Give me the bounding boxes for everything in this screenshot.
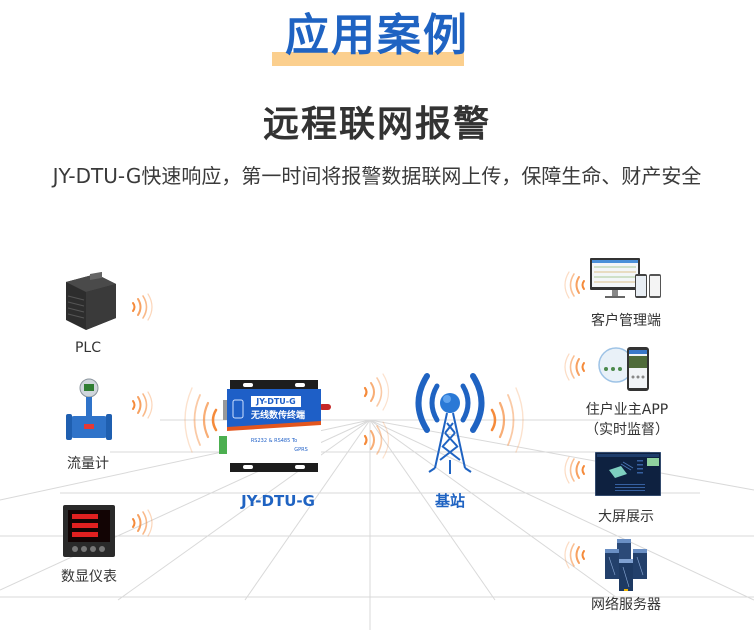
signal-wave-icon <box>564 353 585 381</box>
desktop-client <box>590 258 662 304</box>
cell-tower-icon <box>415 373 485 474</box>
mobile-app-sublabel: （实时监督） <box>585 422 669 438</box>
flowmeter-label: 流量计 <box>67 456 109 472</box>
plc-label: PLC <box>74 340 102 356</box>
mobile-app-icon <box>598 347 649 391</box>
digital-meter-device <box>63 505 115 557</box>
digital-meter-label: 数显仪表 <box>61 569 117 585</box>
dtu-panel-spec: RS232 & RS485 To <box>250 438 298 444</box>
signal-wave-icon <box>132 509 153 537</box>
signal-wave-icon <box>490 387 524 453</box>
network-server-label: 网络服务器 <box>591 597 661 613</box>
signal-wave-icon <box>132 391 153 419</box>
large-screen <box>594 451 662 497</box>
dtu-device-icon <box>219 380 331 472</box>
desktop-client-icon <box>590 258 661 298</box>
signal-wave-icon <box>564 271 585 299</box>
signal-wave-icon <box>564 456 585 484</box>
page-title: 应用案例 <box>285 10 469 61</box>
flowmeter-icon <box>66 378 112 440</box>
digital-meter-icon <box>63 505 115 557</box>
large-screen-icon <box>594 451 662 497</box>
desktop-client-label: 客户管理端 <box>591 313 661 329</box>
server-icon <box>605 539 647 591</box>
mobile-app <box>596 345 652 393</box>
cell-tower <box>405 368 495 478</box>
dtu-device: JY-DTU-G 无线数传终端 RS232 & RS485 To GPRS <box>215 380 335 472</box>
page-title-block: 应用案例 <box>0 8 754 68</box>
plc-device <box>56 271 120 334</box>
signal-wave-icon <box>184 387 218 453</box>
dtu-panel-model: JY-DTU-G <box>256 397 296 406</box>
dtu-panel-spec-2: GPRS <box>294 447 308 453</box>
network-server <box>603 537 653 593</box>
signal-wave-icon <box>564 541 585 569</box>
large-screen-label: 大屏展示 <box>598 509 654 525</box>
title-highlight-bar <box>272 52 464 66</box>
dtu-panel-name: 无线数传终端 <box>250 411 305 421</box>
section-description: JY-DTU-G快速响应，第一时间将报警数据联网上传，保障生命、财产安全 <box>52 164 702 188</box>
signal-wave-icon <box>363 421 390 459</box>
dtu-label: JY-DTU-G <box>241 492 315 510</box>
plc-icon <box>66 271 116 330</box>
signal-wave-icon <box>363 373 390 411</box>
section-title: 远程联网报警 <box>262 104 491 145</box>
flowmeter-device <box>64 378 114 444</box>
mobile-app-label: 住户业主APP <box>585 402 669 418</box>
signal-wave-icon <box>132 293 153 321</box>
base-station-label: 基站 <box>434 492 465 510</box>
